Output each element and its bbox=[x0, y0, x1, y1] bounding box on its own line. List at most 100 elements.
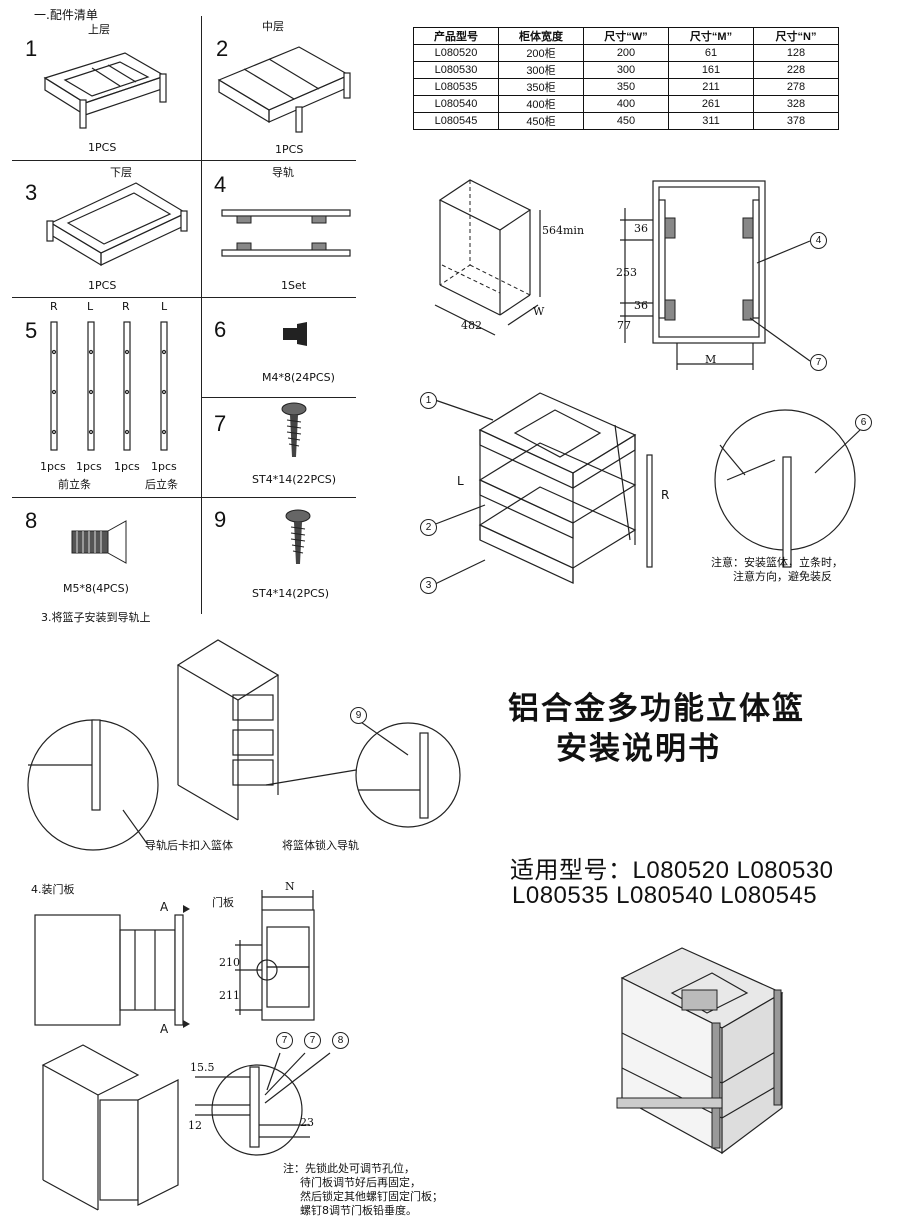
part-number: 8 bbox=[25, 508, 38, 533]
middle-basket-drawing bbox=[217, 46, 351, 133]
table-row: L080540 400柜 400 261 328 bbox=[413, 95, 839, 113]
callout-circle: 4 bbox=[810, 232, 827, 249]
callout-circle: 2 bbox=[420, 519, 437, 536]
dim-23-label: 23 bbox=[300, 1116, 314, 1129]
product-basket-image bbox=[616, 947, 784, 1155]
callout-circle: 8 bbox=[332, 1032, 349, 1049]
assembly-note-line2: 注意方向，避免装反 bbox=[733, 570, 832, 583]
lower-basket-drawing bbox=[46, 182, 188, 267]
rail-dim-top: 36 bbox=[634, 222, 648, 235]
document-title: 铝合金多功能立体篮 bbox=[508, 691, 805, 727]
table-cell: L080520 bbox=[413, 44, 499, 62]
part-qty: ST4*14(22PCS) bbox=[252, 473, 337, 486]
cabinet-width-dim: W bbox=[533, 305, 545, 318]
front-upright-label: 前立条 bbox=[58, 478, 91, 491]
column-header: 尺寸“M” bbox=[668, 27, 754, 45]
step3-label-right: 将篮体锁入导轨 bbox=[282, 839, 359, 852]
table-row: L080530 300柜 300 161 228 bbox=[413, 61, 839, 79]
slide-rail-drawing bbox=[221, 209, 351, 257]
assembly-note-line1: 注意：安装篮体，立条时， bbox=[711, 556, 843, 569]
table-cell: 328 bbox=[753, 95, 839, 113]
cabinet-depth-dim: 482 bbox=[461, 319, 482, 332]
dim-15-5-label: 15.5 bbox=[190, 1061, 215, 1074]
callout-circle: 7 bbox=[304, 1032, 321, 1049]
grid-divider bbox=[201, 16, 202, 614]
part-number: 4 bbox=[214, 172, 227, 197]
dim-211-label: 211 bbox=[219, 989, 240, 1002]
part-qty: 1PCS bbox=[275, 143, 304, 156]
column-header: 尺寸“N” bbox=[753, 27, 839, 45]
upright-strips-drawing bbox=[50, 321, 168, 451]
table-cell: 378 bbox=[753, 112, 839, 130]
step3-install-drawing bbox=[27, 639, 461, 851]
rail-dimension-drawing bbox=[620, 180, 811, 370]
table-header-row: 产品型号 柜体宽度 尺寸“W” 尺寸“M” 尺寸“N” bbox=[413, 27, 839, 45]
back-upright-label: 后立条 bbox=[145, 478, 178, 491]
grid-divider bbox=[201, 497, 356, 498]
table-cell: 211 bbox=[668, 78, 754, 96]
parts-list-heading: 一.配件清单 bbox=[34, 8, 98, 22]
table-cell: 200柜 bbox=[498, 44, 584, 62]
right-side-letter: R bbox=[661, 488, 670, 502]
rail-dim-width: M bbox=[705, 353, 717, 366]
dim-n-label: N bbox=[285, 880, 295, 893]
document-subtitle: 安装说明书 bbox=[556, 731, 721, 767]
callout-circle: 1 bbox=[420, 392, 437, 409]
table-cell: 350柜 bbox=[498, 78, 584, 96]
column-header: 柜体宽度 bbox=[498, 27, 584, 45]
table-cell: 261 bbox=[668, 95, 754, 113]
table-cell: 278 bbox=[753, 78, 839, 96]
door-detail-drawing bbox=[195, 1052, 331, 1156]
callout-circle: 3 bbox=[420, 577, 437, 594]
rail-dim-bottom: 77 bbox=[617, 319, 631, 332]
part-number: 3 bbox=[25, 180, 38, 205]
assembly-exploded-drawing bbox=[432, 392, 861, 586]
part-name: 导轨 bbox=[272, 166, 294, 179]
part-number: 9 bbox=[214, 507, 227, 532]
table-cell: L080540 bbox=[413, 95, 499, 113]
section-marker-top: A bbox=[160, 900, 169, 914]
part-qty: 1Set bbox=[281, 279, 307, 292]
table-row: L080520 200柜 200 61 128 bbox=[413, 44, 839, 62]
upright-side-letter: R bbox=[122, 300, 130, 313]
dim-210-label: 210 bbox=[219, 956, 240, 969]
part-number: 1 bbox=[25, 36, 38, 61]
st4-screw-icon bbox=[281, 402, 307, 457]
grid-divider bbox=[12, 297, 356, 298]
table-cell: L080530 bbox=[413, 61, 499, 79]
upright-qty: 1pcs bbox=[76, 460, 102, 473]
section-marker-bottom: A bbox=[160, 1022, 169, 1036]
door-note-line: 螺钉8调节门板铅垂度。 bbox=[300, 1204, 417, 1217]
part-name: 中层 bbox=[262, 20, 284, 33]
dim-12-label: 12 bbox=[188, 1119, 202, 1132]
table-cell: 400 bbox=[583, 95, 669, 113]
callout-circle: 7 bbox=[276, 1032, 293, 1049]
cabinet-with-door-drawing bbox=[41, 1044, 179, 1211]
applicable-models-line1: 适用型号：L080520 L080530 bbox=[510, 857, 834, 884]
part-qty: ST4*14(2PCS) bbox=[252, 587, 330, 600]
part-qty: M4*8(24PCS) bbox=[262, 371, 335, 384]
upright-side-letter: R bbox=[50, 300, 58, 313]
left-side-letter: L bbox=[457, 474, 464, 488]
callout-circle: 6 bbox=[855, 414, 872, 431]
table-cell: 228 bbox=[753, 61, 839, 79]
door-top-view-drawing bbox=[34, 905, 190, 1028]
table-cell: 400柜 bbox=[498, 95, 584, 113]
table-cell: 128 bbox=[753, 44, 839, 62]
column-header: 尺寸“W” bbox=[583, 27, 669, 45]
table-cell: 200 bbox=[583, 44, 669, 62]
grid-divider bbox=[12, 497, 202, 498]
table-cell: L080535 bbox=[413, 78, 499, 96]
rail-dim-mid: 253 bbox=[616, 266, 637, 279]
upper-basket-drawing bbox=[43, 52, 167, 129]
m5-screw-icon bbox=[71, 520, 127, 564]
part-qty: M5*8(4PCS) bbox=[63, 582, 129, 595]
table-cell: 61 bbox=[668, 44, 754, 62]
table-cell: 450柜 bbox=[498, 112, 584, 130]
cabinet-height-dim: 564min bbox=[542, 224, 585, 237]
part-qty: 1PCS bbox=[88, 141, 117, 154]
part-number: 6 bbox=[214, 317, 227, 342]
table-cell: 161 bbox=[668, 61, 754, 79]
table-row: L080545 450柜 450 311 378 bbox=[413, 112, 839, 130]
table-cell: 311 bbox=[668, 112, 754, 130]
